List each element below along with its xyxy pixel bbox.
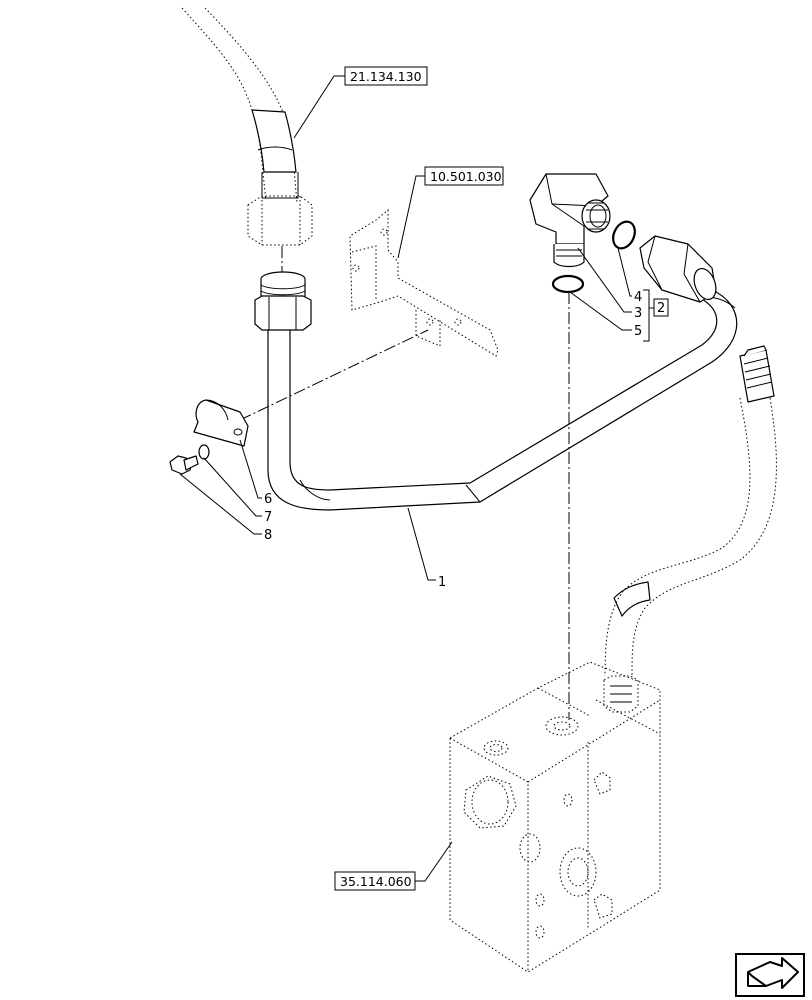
- callout-item-2: 2: [657, 301, 665, 316]
- pipe-end-fitting: [254, 271, 312, 331]
- upper-hose: [181, 7, 313, 246]
- o-ring-item-4: [612, 220, 636, 250]
- leader-item-1: [407, 507, 436, 581]
- leader-item-5: [569, 291, 632, 331]
- callout-item-1: 1: [438, 575, 446, 590]
- elbow-fitting: [529, 173, 611, 268]
- callout-item-8: 8: [264, 528, 272, 543]
- svg-text:21.134.130: 21.134.130: [350, 69, 422, 84]
- pipe-item-1: [267, 289, 738, 511]
- ref-box-top: 21.134.130: [293, 66, 428, 139]
- o-ring-item-5: [551, 274, 585, 294]
- next-page-arrow-icon[interactable]: [735, 953, 805, 997]
- callout-item-5: 5: [634, 324, 642, 339]
- ref-box-valve: 35.114.060: [334, 841, 453, 891]
- leader-item-7: [203, 457, 262, 517]
- pipe-right-nut: [639, 235, 717, 303]
- clamp-item-6: [193, 399, 249, 447]
- svg-text:35.114.060: 35.114.060: [340, 874, 412, 889]
- leader-item-6: [239, 439, 262, 499]
- group-box-item-2: [653, 298, 669, 317]
- group-bracket: [643, 289, 650, 342]
- centerline-clamp: [239, 329, 429, 421]
- svg-text:10.501.030: 10.501.030: [430, 169, 502, 184]
- leader-item-8: [179, 473, 262, 535]
- leader-item-3: [577, 247, 632, 313]
- callout-item-7: 7: [264, 510, 272, 525]
- ref-box-bracket: 10.501.030: [397, 166, 504, 259]
- callout-item-3: 3: [634, 306, 642, 321]
- callout-item-6: 6: [264, 492, 272, 507]
- bolt-item-8: [169, 455, 199, 475]
- leader-item-4: [617, 247, 632, 297]
- washer-item-7: [198, 444, 210, 460]
- valve-block: [449, 661, 661, 973]
- mounting-bracket: [349, 208, 499, 357]
- right-hose: [603, 345, 777, 713]
- callout-item-4: 4: [634, 290, 642, 305]
